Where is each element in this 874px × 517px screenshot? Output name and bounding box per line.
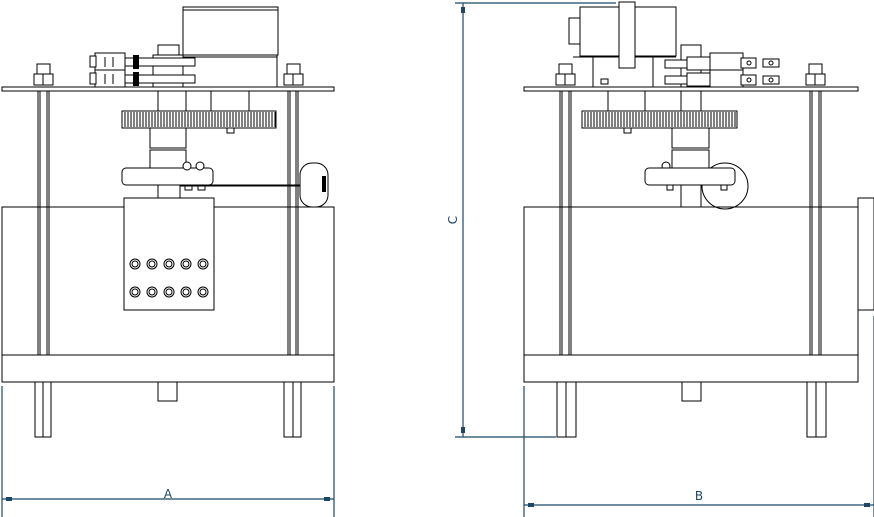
- side-view: [523, 1, 874, 438]
- feet-side: [556, 381, 827, 438]
- support-rods: [37, 91, 299, 355]
- nuts-side: [555, 63, 826, 86]
- cam-side: [644, 161, 749, 210]
- motor-side: [568, 1, 677, 88]
- terminal-hole: [199, 288, 207, 296]
- terminal-hole: [165, 288, 173, 296]
- dimension-label-b: B: [695, 489, 703, 503]
- terminal-hole: [180, 286, 192, 298]
- terminal-hole: [182, 260, 190, 268]
- gear-side: [581, 110, 738, 134]
- microswitches-side: [664, 44, 780, 88]
- top-plate: [1, 86, 335, 92]
- terminal-hole: [129, 286, 141, 298]
- terminal-hole: [163, 286, 175, 298]
- terminal-panel-side: [857, 197, 874, 311]
- dimension-label-c: C: [446, 216, 460, 224]
- terminal-hole: [197, 286, 209, 298]
- base-rail: [1, 354, 335, 383]
- terminal-hole: [165, 260, 173, 268]
- gear: [121, 110, 277, 134]
- terminal-hole: [199, 260, 207, 268]
- terminal-hole: [131, 260, 139, 268]
- dimension-label-a: A: [164, 487, 173, 501]
- terminal-hole: [148, 288, 156, 296]
- terminal-hole: [148, 260, 156, 268]
- top-plate-side: [523, 86, 859, 92]
- cam: [121, 161, 300, 191]
- base-rail-side: [523, 354, 859, 383]
- front-view: [1, 6, 335, 438]
- terminal-hole: [131, 288, 139, 296]
- roller-wheel: [299, 162, 329, 208]
- feet: [34, 381, 302, 438]
- nuts: [33, 63, 304, 86]
- terminal-hole: [146, 258, 158, 270]
- base-housing-side: [523, 206, 859, 356]
- terminal-hole: [146, 286, 158, 298]
- microswitches: [89, 52, 196, 88]
- terminal-panel: [123, 197, 215, 311]
- terminal-hole: [163, 258, 175, 270]
- terminal-hole: [180, 258, 192, 270]
- terminal-hole: [182, 288, 190, 296]
- terminal-hole: [129, 258, 141, 270]
- shaft-side: [607, 90, 710, 208]
- terminal-hole: [197, 258, 209, 270]
- support-rods-side: [559, 91, 822, 355]
